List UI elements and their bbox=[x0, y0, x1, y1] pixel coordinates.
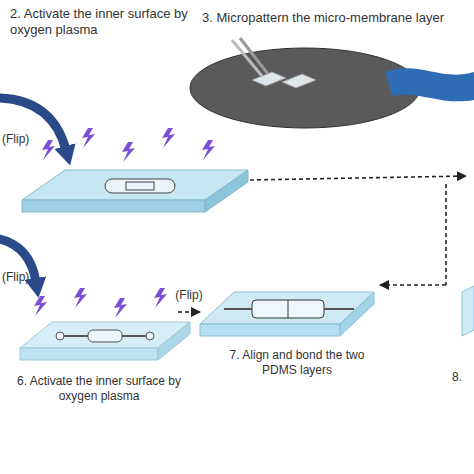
plasma-bolt bbox=[74, 288, 87, 308]
plasma-bolt bbox=[162, 128, 175, 148]
edge-label: (Flip) bbox=[175, 288, 202, 302]
chamber-inner bbox=[126, 182, 154, 190]
pdms-slab-front bbox=[20, 348, 158, 360]
microchannel bbox=[224, 308, 252, 310]
plasma-bolt bbox=[34, 296, 47, 316]
plasma-bolt bbox=[154, 288, 167, 308]
plasma-bolt bbox=[42, 140, 55, 160]
plasma-bolt bbox=[202, 140, 215, 160]
flip-label: (Flip) bbox=[2, 132, 29, 146]
pdms-slab-side bbox=[340, 292, 374, 336]
port bbox=[56, 332, 64, 340]
step-panel: 8. bbox=[446, 280, 474, 410]
step-panel: 2. Activate the inner surface by oxygen … bbox=[6, 4, 196, 240]
chamber-outline bbox=[105, 179, 175, 193]
step-panel: 7. Align and bond the two PDMS layers bbox=[200, 280, 380, 400]
step-caption: 8. bbox=[452, 370, 474, 385]
dashed-line bbox=[445, 184, 447, 285]
plasma-bolt bbox=[82, 128, 95, 148]
port bbox=[146, 332, 154, 340]
step-caption: 7. Align and bond the two PDMS layers bbox=[222, 348, 372, 378]
plasma-bolt bbox=[122, 142, 135, 162]
membrane-sheet bbox=[385, 68, 474, 101]
membrane-divider bbox=[288, 300, 289, 318]
pdms-slab-front bbox=[22, 200, 205, 212]
step-caption: 3. Micropattern the micro-membrane layer bbox=[202, 10, 472, 26]
pdms-slab-side bbox=[205, 170, 248, 212]
pdms-slab-front bbox=[200, 324, 340, 336]
flip-arrow bbox=[0, 98, 66, 150]
step-caption: 6. Activate the inner surface by oxygen … bbox=[10, 374, 188, 404]
step-caption: 2. Activate the inner surface by oxygen … bbox=[10, 6, 196, 39]
pdms-slab-partial bbox=[462, 286, 474, 336]
membrane-piece bbox=[282, 74, 316, 88]
step-panel: 3. Micropattern the micro-membrane layer bbox=[198, 4, 472, 136]
pdms-slab-side bbox=[158, 322, 190, 360]
membrane-chamber bbox=[252, 300, 324, 318]
step-panel: 6. Activate the inner surface by oxygen … bbox=[10, 290, 178, 420]
silicon-wafer bbox=[190, 48, 420, 128]
dashed-arrow bbox=[250, 176, 466, 180]
dashed-arrow bbox=[380, 284, 446, 286]
dashed-arrow bbox=[178, 311, 200, 313]
flip-label: (Flip) bbox=[2, 270, 29, 284]
tweezers bbox=[240, 38, 268, 74]
membrane-piece bbox=[252, 72, 286, 86]
microchannel bbox=[324, 308, 354, 310]
chamber-outline bbox=[88, 330, 122, 342]
plasma-bolt bbox=[114, 298, 127, 318]
